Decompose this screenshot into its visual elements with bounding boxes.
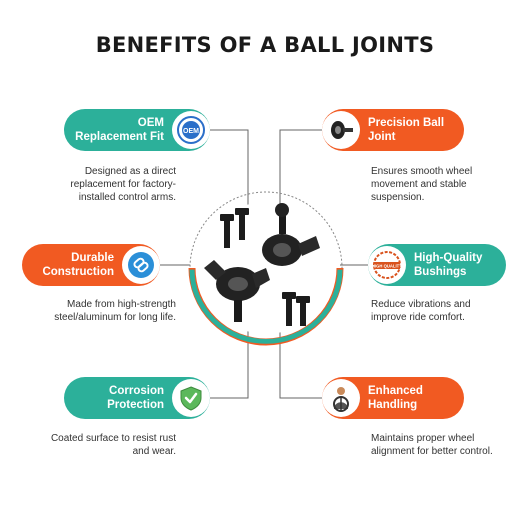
ball-joint-top: [262, 203, 320, 266]
shield-check-icon: [172, 379, 210, 417]
driver-steering-icon: [322, 379, 360, 417]
chain-link-icon: [122, 246, 160, 284]
quality-stamp-icon: HIGH QUALITY: [368, 246, 406, 284]
page-title: BENEFITS OF A BALL JOINTS: [95, 33, 435, 57]
oem-badge-icon: OEM: [172, 111, 210, 149]
ball-joint-bottom: [204, 260, 270, 322]
svg-text:HIGH QUALITY: HIGH QUALITY: [372, 264, 402, 269]
ball-joints-image: [188, 191, 344, 346]
bearing-icon: [322, 111, 360, 149]
svg-text:OEM: OEM: [183, 128, 199, 135]
